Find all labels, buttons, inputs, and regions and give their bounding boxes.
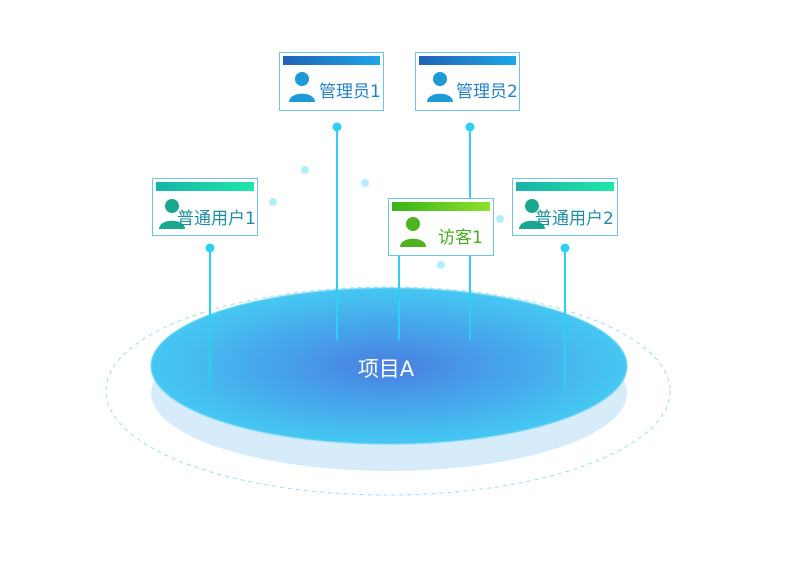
- role-card-guest1[interactable]: 访客1: [388, 198, 494, 256]
- connector-dot-user1: [205, 243, 215, 253]
- pillar-dot: [301, 166, 309, 174]
- user-avatar-icon: [289, 72, 315, 102]
- pillar-dot: [269, 198, 277, 206]
- decorative-pillars: [269, 166, 504, 405]
- card-header-bar: [419, 56, 516, 65]
- pillar-dot: [496, 215, 504, 223]
- card-header-bar: [156, 182, 254, 191]
- role-card-user2[interactable]: 普通用户2: [512, 178, 618, 236]
- disc-top: [151, 288, 627, 444]
- user-avatar-icon: [400, 217, 426, 247]
- card-header-bar: [516, 182, 614, 191]
- user-avatar-icon: [427, 72, 453, 102]
- role-label: 普通用户1: [177, 209, 256, 229]
- project-label: 项目A: [357, 357, 415, 381]
- role-label: 管理员2: [456, 82, 518, 102]
- pillar-dot: [437, 261, 445, 269]
- disc-rim: [150, 287, 628, 445]
- role-card-user1[interactable]: 普通用户1: [152, 178, 258, 236]
- user-avatar-icon: [519, 199, 545, 229]
- role-label: 普通用户2: [535, 209, 614, 229]
- card-header-bar: [283, 56, 380, 65]
- outer-orbit-ring: [105, 286, 671, 496]
- card-header-bar: [392, 202, 490, 211]
- pillar-dot: [361, 179, 369, 187]
- role-label: 访客1: [438, 228, 483, 248]
- role-card-admin1[interactable]: 管理员1: [279, 52, 384, 111]
- connector-dot-admin1: [332, 122, 342, 132]
- role-card-admin2[interactable]: 管理员2: [415, 52, 520, 111]
- connector-dot-admin2: [465, 122, 475, 132]
- role-label: 管理员1: [319, 82, 381, 102]
- connector-dot-user2: [560, 243, 570, 253]
- user-avatar-icon: [159, 199, 185, 229]
